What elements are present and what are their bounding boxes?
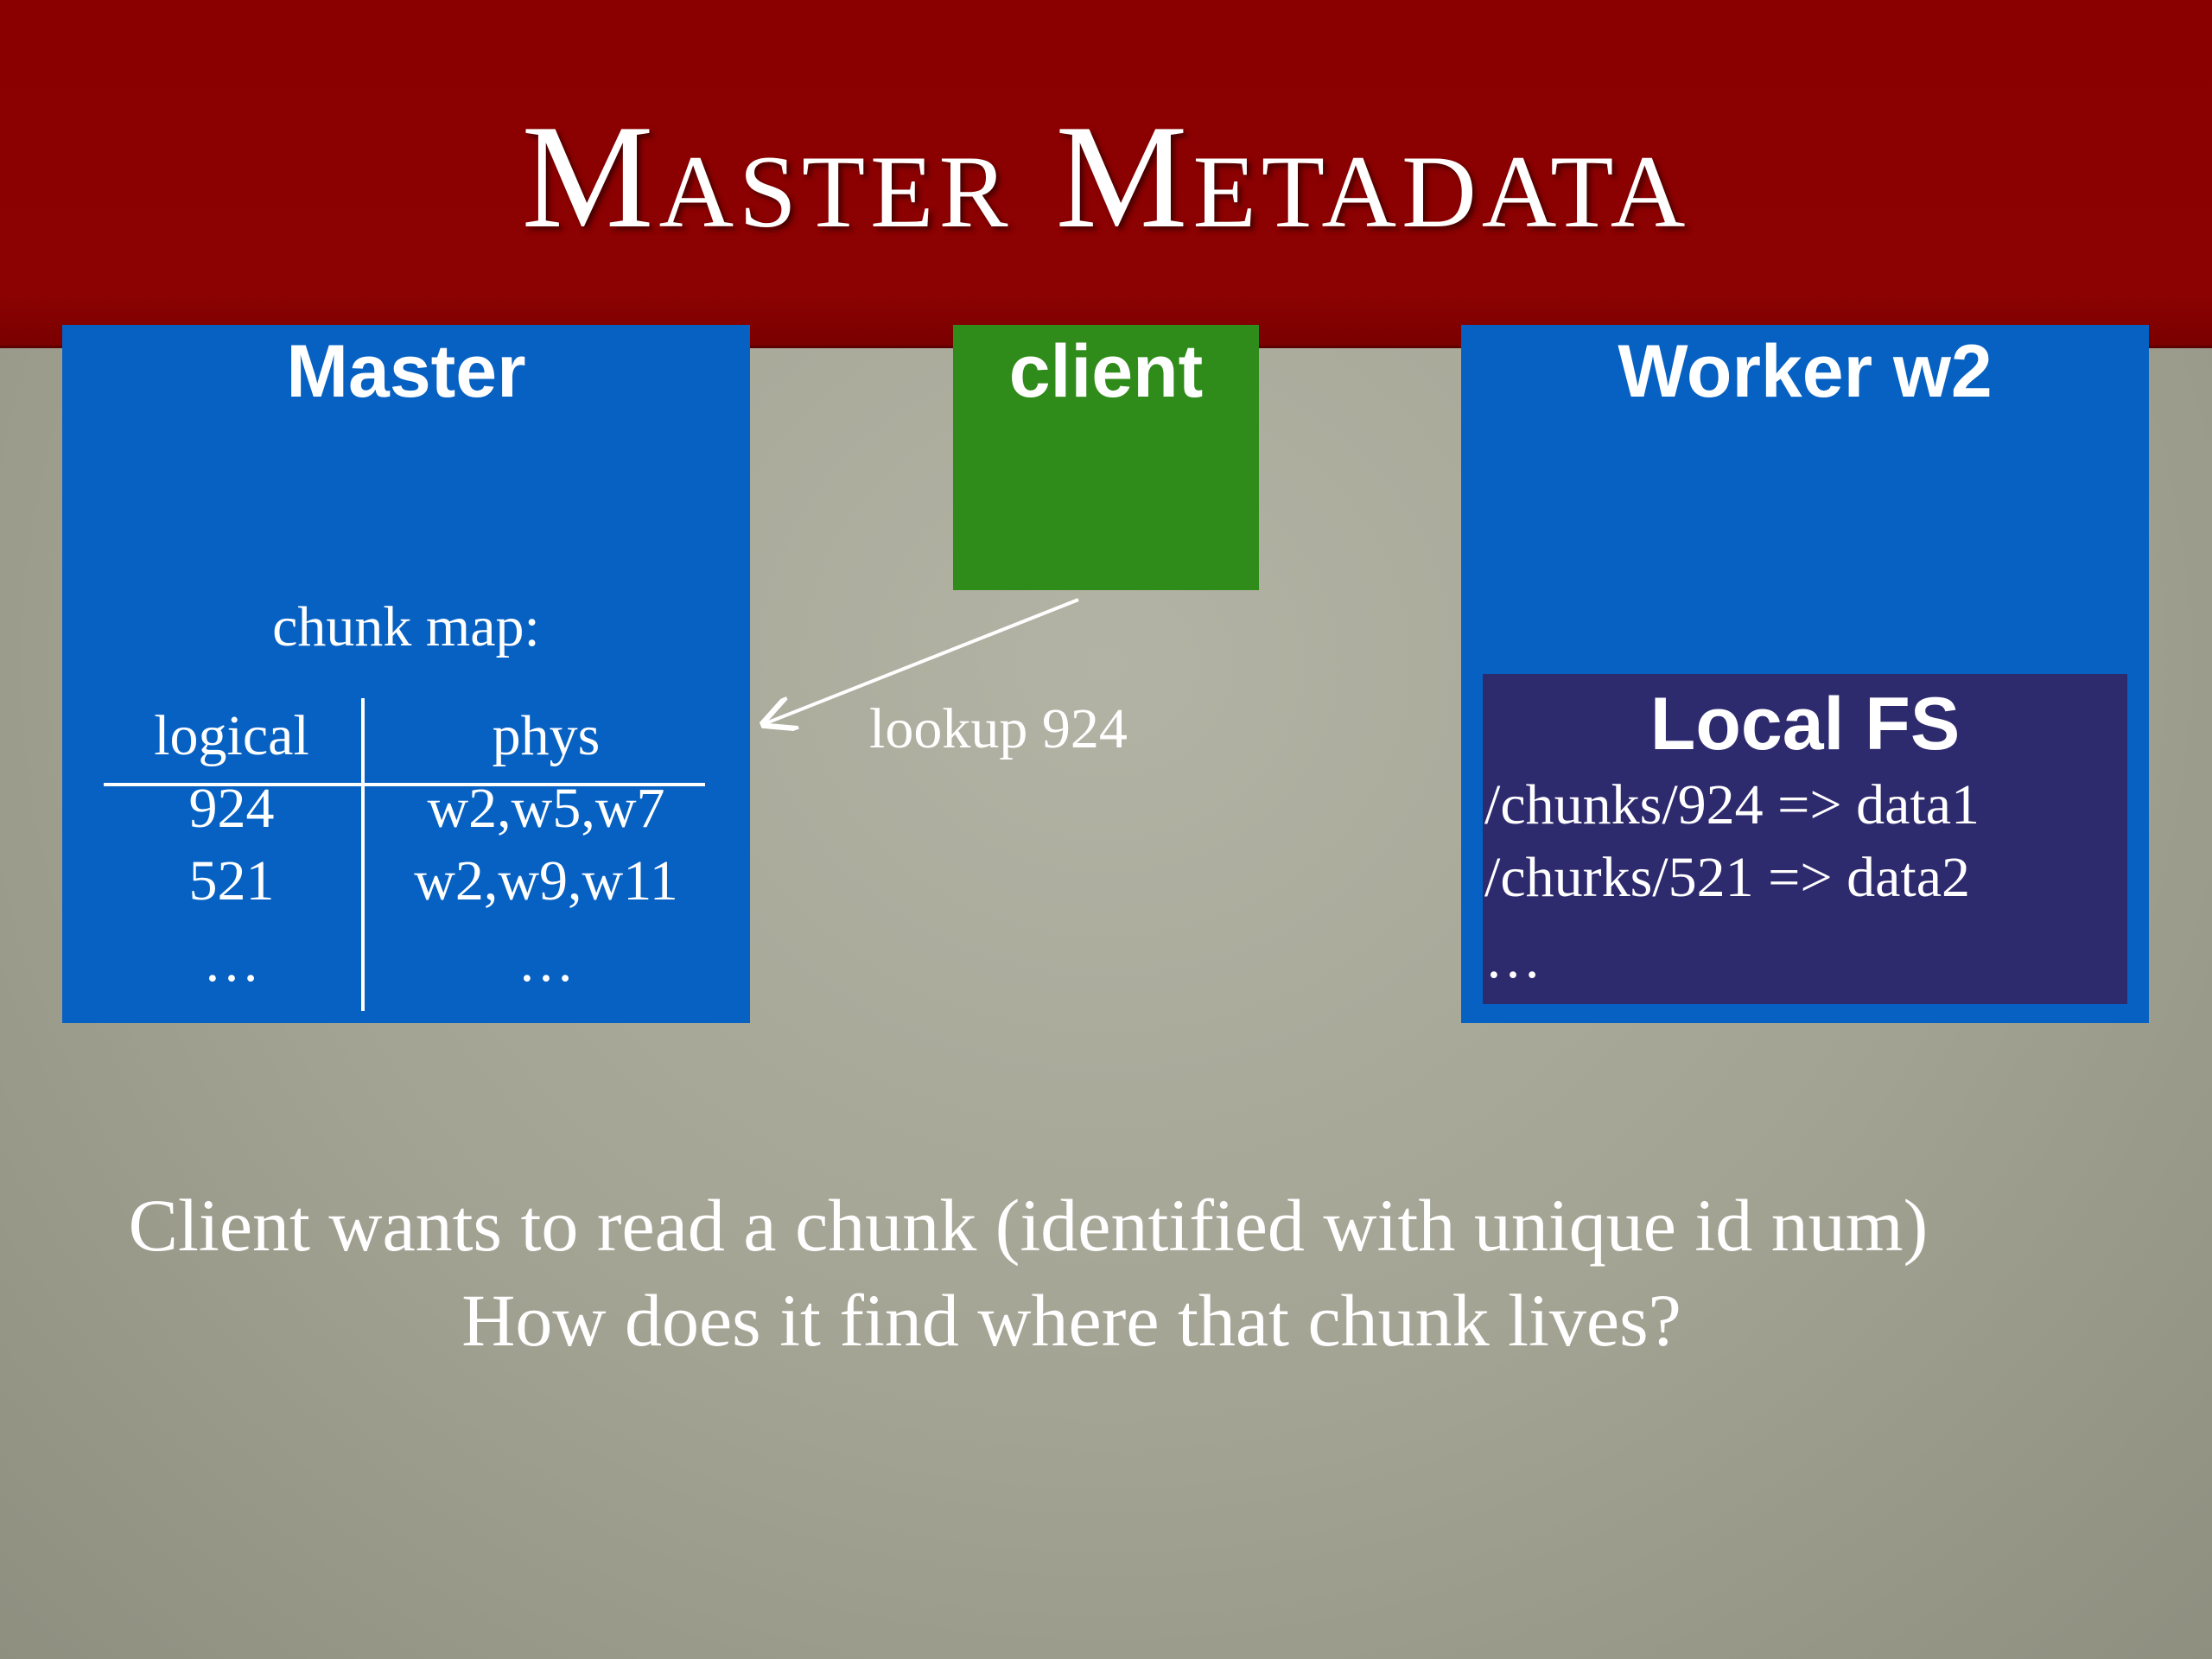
local-fs-box [1483,674,2127,1004]
slide-title: Master Metadata [521,95,1691,259]
table-cell-phys-1: w2,w5,w7 [427,777,665,840]
client-title: client [1008,330,1204,413]
column-header-logical: logical [154,704,309,767]
local-fs-line-3: … [1484,927,1541,990]
table-cell-phys-2: w2,w9,w11 [414,849,678,912]
title-band [0,0,2212,348]
caption-line-1: Client wants to read a chunk (identified… [128,1184,1929,1267]
caption-line-2: How does it find where that chunk lives? [461,1279,1681,1362]
lookup-label: lookup 924 [869,697,1128,760]
table-column-divider [361,698,365,1011]
table-cell-logical-2: 521 [188,849,275,912]
local-fs-title: Local FS [1649,683,1961,766]
local-fs-line-1: /chunks/924 => data1 [1484,773,1980,836]
table-header-divider [104,783,705,786]
table-cell-phys-3: … [518,931,575,994]
column-header-phys: phys [492,704,601,767]
client-box [953,325,1259,590]
chunk-map-label: chunk map: [272,595,540,658]
master-box [62,325,750,1023]
worker-title: Worker w2 [1618,330,1993,413]
master-title: Master [286,330,526,413]
local-fs-line-2: /churks/521 => data2 [1484,846,1970,909]
table-cell-logical-1: 924 [188,777,275,840]
lookup-arrow-line [764,598,1079,724]
table-cell-logical-3: … [203,931,260,994]
